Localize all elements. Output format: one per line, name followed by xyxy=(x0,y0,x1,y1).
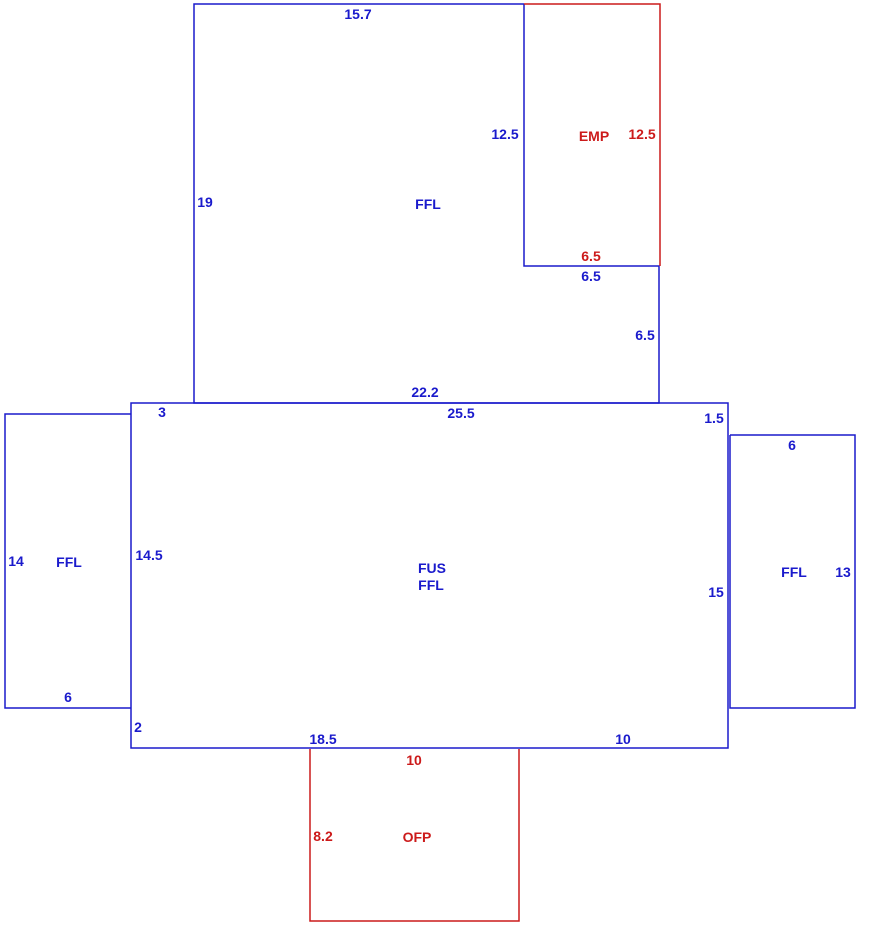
right-ffl-label: FFL xyxy=(781,564,807,580)
ofp-outline xyxy=(309,749,520,922)
dim-upper-top: 15.7 xyxy=(344,6,371,22)
dim-right-ffl-height: 13 xyxy=(835,564,851,580)
dim-upper-inner-horizontal: 6.5 xyxy=(581,268,601,284)
left-ffl-outline xyxy=(4,413,131,709)
main-area-outline xyxy=(130,402,729,749)
dim-upper-right-lower: 6.5 xyxy=(635,327,655,343)
dim-main-top-right: 1.5 xyxy=(704,410,724,426)
emp-outline xyxy=(524,3,661,266)
main-ffl-label: FFL xyxy=(418,577,444,593)
dim-emp-bottom: 6.5 xyxy=(581,248,601,264)
dim-ofp-width: 10 xyxy=(406,752,422,768)
dim-main-bottom: 18.5 xyxy=(309,731,336,747)
dim-upper-bottom: 22.2 xyxy=(411,384,438,400)
dim-upper-left: 19 xyxy=(197,194,213,210)
dim-left-ffl-width: 6 xyxy=(64,689,72,705)
upper-ffl-label: FFL xyxy=(415,196,441,212)
right-ffl-outline xyxy=(729,434,856,709)
dim-ofp-height: 8.2 xyxy=(313,828,333,844)
main-fus-label: FUS xyxy=(418,560,446,576)
dim-main-top-left: 3 xyxy=(158,404,166,420)
dim-upper-inner-vertical: 12.5 xyxy=(491,126,518,142)
ofp-label: OFP xyxy=(403,829,432,845)
emp-label: EMP xyxy=(579,128,609,144)
dim-left-ffl-height: 14 xyxy=(8,553,24,569)
dim-main-left: 14.5 xyxy=(135,547,162,563)
dim-right-ffl-width: 6 xyxy=(788,437,796,453)
dim-main-top: 25.5 xyxy=(447,405,474,421)
dim-emp-right: 12.5 xyxy=(628,126,655,142)
dim-main-right: 15 xyxy=(708,584,724,600)
dim-main-bottom-left: 2 xyxy=(134,719,142,735)
dim-main-bottom-right: 10 xyxy=(615,731,631,747)
left-ffl-label: FFL xyxy=(56,554,82,570)
